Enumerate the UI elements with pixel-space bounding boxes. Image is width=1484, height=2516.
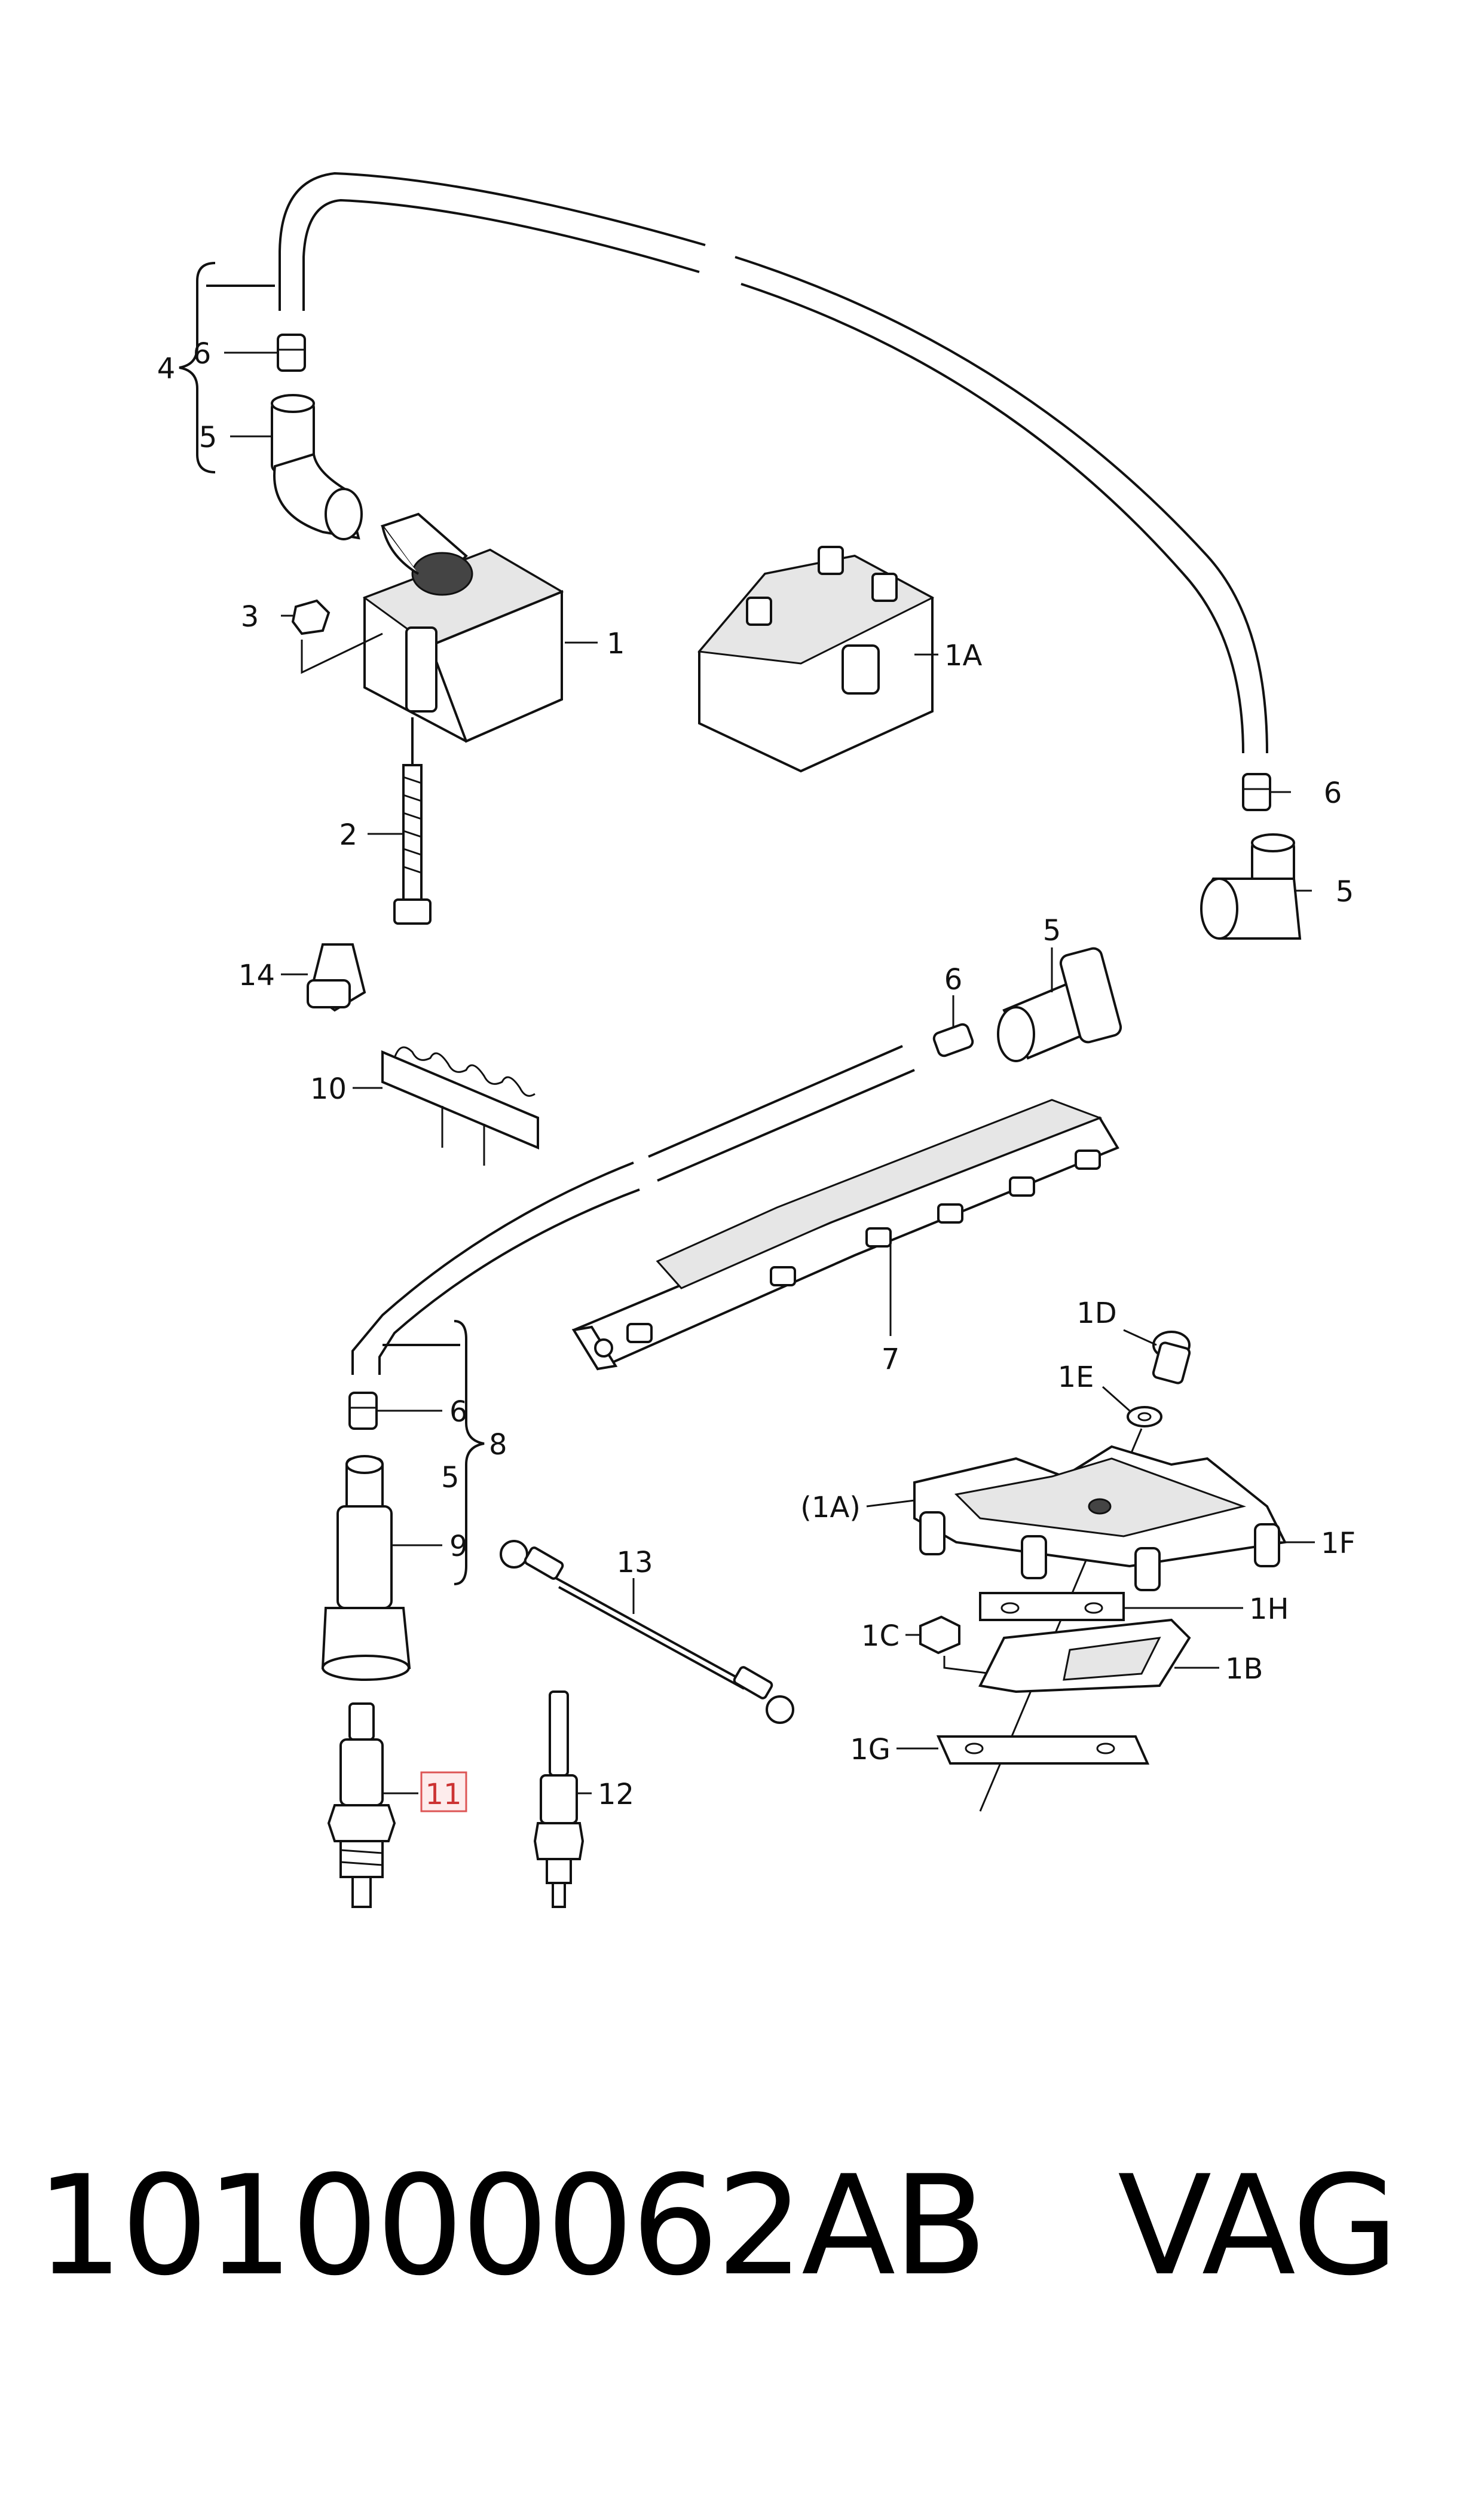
brand-name: VAG [1118, 2147, 1399, 2306]
label-7: 7 [882, 1343, 900, 1376]
cable-holder-10 [381, 1046, 539, 1166]
label-6-lower: 6 [449, 1395, 468, 1429]
spark-boot-5-right [1200, 833, 1302, 940]
label-2: 2 [339, 818, 357, 852]
label-3: 3 [241, 600, 259, 634]
ignition-coil-1A [697, 546, 935, 773]
nut-3 [291, 599, 383, 674]
ignition-lead-top [279, 172, 1268, 754]
label-11: 11 [425, 1778, 461, 1811]
coil-bracket-1A-paren [913, 1445, 1287, 1591]
label-10: 10 [310, 1072, 347, 1106]
clip-14 [307, 943, 366, 1012]
label-5-middle: 5 [1043, 914, 1061, 947]
bracket-1B [978, 1618, 1191, 1693]
spark-plug-11 [327, 1702, 396, 1908]
bolt-2 [393, 717, 432, 925]
part-number: 101000062AB [36, 2147, 987, 2306]
glow-plug-12 [533, 1690, 585, 1908]
label-1: 1 [607, 627, 625, 661]
earth-strap-13 [500, 1540, 794, 1724]
spark-plug-connector-9 [321, 1455, 411, 1681]
label-14: 14 [238, 959, 275, 992]
label-13: 13 [616, 1546, 653, 1579]
clip-6-right [1242, 773, 1271, 811]
ignition-lead-middle [351, 1045, 915, 1375]
label-1B: 1B [1225, 1652, 1263, 1686]
label-1D: 1D [1076, 1297, 1117, 1330]
label-1C: 1C [861, 1619, 899, 1653]
label-1G: 1G [850, 1733, 891, 1766]
nut-1C [919, 1615, 993, 1675]
gasket-1G [936, 1735, 1150, 1765]
label-5-right: 5 [1336, 875, 1354, 909]
label-1H: 1H [1249, 1592, 1289, 1626]
label-5-lower: 5 [441, 1461, 460, 1494]
label-1F: 1F [1321, 1527, 1356, 1560]
bolt-1D [1152, 1331, 1191, 1384]
cable-guide-7 [571, 1099, 1119, 1371]
clip-6-top-left [277, 334, 306, 372]
label-6-top-left: 6 [193, 337, 212, 371]
highlight-box-11 [420, 1771, 467, 1812]
group-8-brace [383, 1320, 485, 1585]
label-1A-paren: (1A) [800, 1491, 861, 1524]
label-4: 4 [157, 352, 176, 386]
ignition-coil-1 [362, 512, 564, 743]
clip-6-lower [348, 1392, 378, 1430]
group-4-brace [179, 262, 275, 473]
label-12: 12 [598, 1778, 634, 1811]
plate-1H [979, 1592, 1125, 1621]
label-6-right: 6 [1324, 776, 1342, 810]
clip-6-middle [932, 1023, 974, 1057]
label-8: 8 [489, 1428, 507, 1462]
label-9: 9 [449, 1530, 468, 1563]
label-1A: 1A [944, 639, 983, 672]
leader-lines [224, 351, 1315, 1794]
spark-boot-5-middle [997, 947, 1122, 1062]
spark-boot-5-top-left [271, 394, 363, 540]
label-1E: 1E [1058, 1361, 1094, 1394]
parts-diagram: 6 4 5 3 1 1A 6 5 2 14 10 6 5 7 6 8 5 9 1… [157, 172, 1356, 1908]
label-5-top-left: 5 [199, 421, 218, 454]
label-6-middle: 6 [944, 963, 963, 996]
